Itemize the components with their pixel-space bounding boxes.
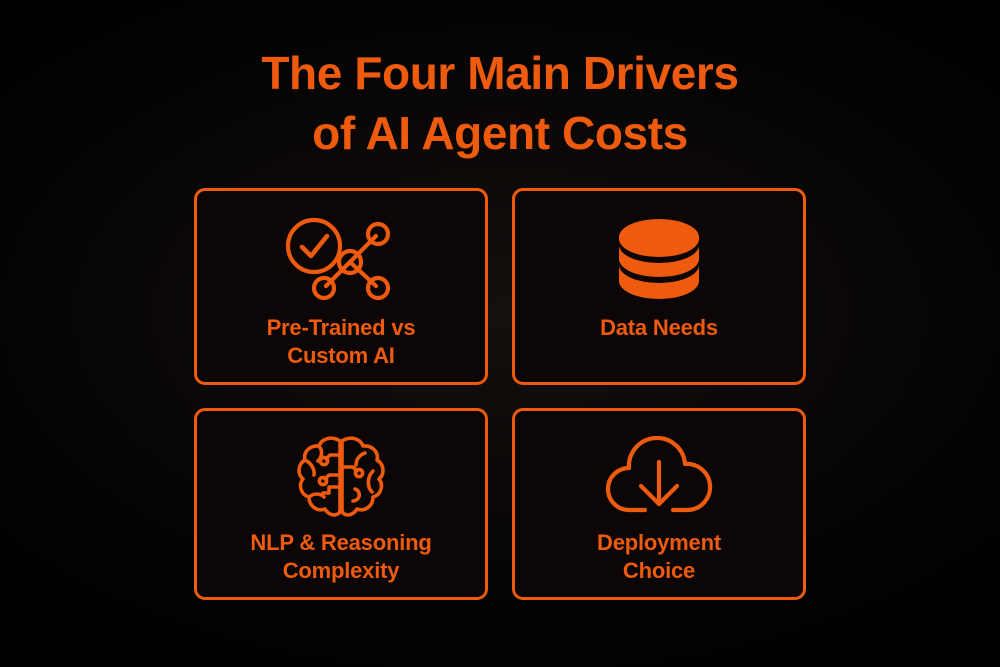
cloud-download-icon (605, 427, 713, 527)
card-label-deployment-choice: Deployment Choice (597, 530, 721, 584)
checkmark-network-icon (282, 208, 400, 312)
card-pre-trained-vs-custom-ai[interactable]: Pre-Trained vs Custom AI (194, 188, 488, 385)
page-title: The Four Main Drivers of AI Agent Costs (0, 44, 1000, 164)
database-icon (611, 208, 707, 312)
card-label-data-needs: Data Needs (600, 315, 718, 340)
card-label-nlp-reasoning-complexity: NLP & Reasoning Complexity (250, 530, 432, 584)
card-nlp-reasoning-complexity[interactable]: NLP & Reasoning Complexity (194, 408, 488, 600)
page-title-line-1: The Four Main Drivers (261, 47, 739, 99)
card-data-needs[interactable]: Data Needs (512, 188, 806, 385)
card-label-pre-trained-vs-custom-ai: Pre-Trained vs Custom AI (266, 315, 416, 369)
card-deployment-choice[interactable]: Deployment Choice (512, 408, 806, 600)
driver-card-grid: Pre-Trained vs Custom AI (194, 188, 806, 600)
brain-circuit-icon (293, 427, 389, 527)
page-title-line-2: of AI Agent Costs (312, 106, 688, 159)
